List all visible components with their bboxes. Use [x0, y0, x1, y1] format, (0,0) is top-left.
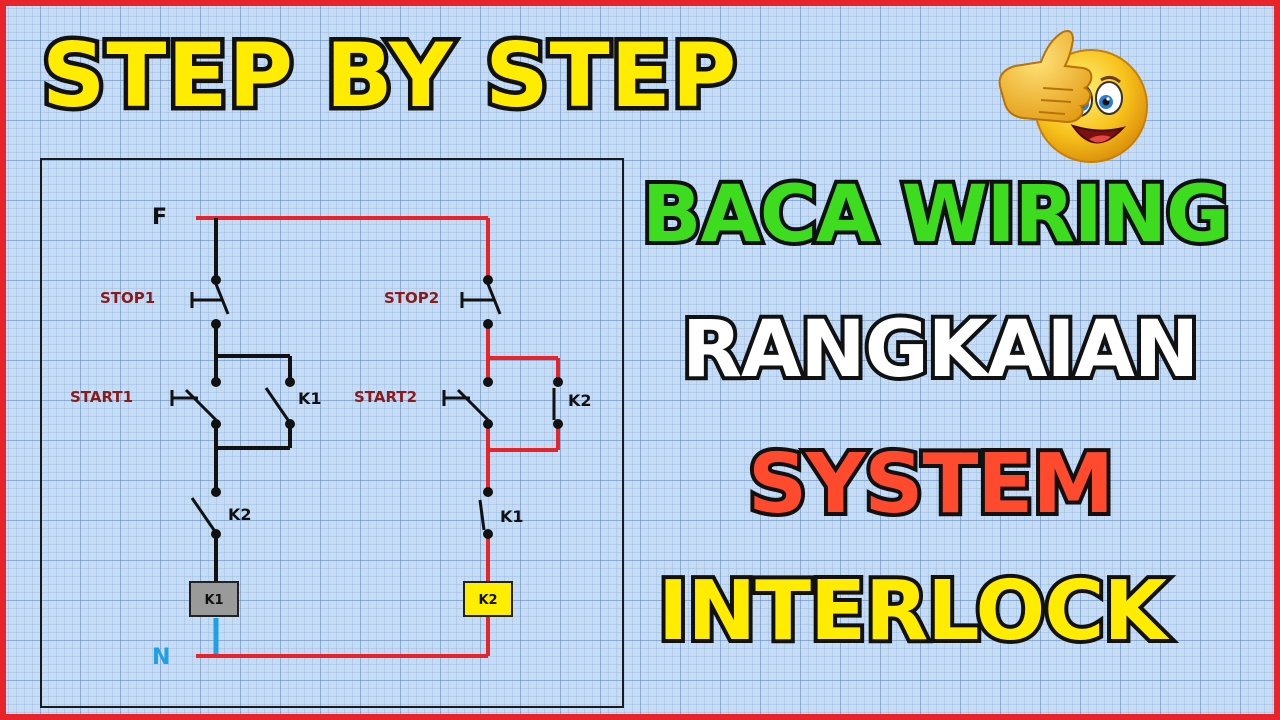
k1-interlock-contact: [478, 487, 493, 539]
thumbs-up-smiley-icon: [998, 30, 1148, 163]
start1-label: START1: [70, 388, 133, 406]
k1-holding-contact: [264, 377, 295, 429]
k1-interlock-label: K1: [500, 507, 524, 526]
k1-coil: [189, 581, 239, 617]
k2-coil: [463, 581, 513, 617]
phase-wire: [196, 216, 490, 276]
title-step-by-step: STEP BY STEP: [37, 24, 740, 127]
stop2-switch: [460, 275, 502, 329]
title-baca-wiring: BACA WIRING: [638, 170, 1234, 260]
start2-label: START2: [354, 388, 417, 406]
diagram-frame: [40, 158, 624, 708]
title-rangkaian: RANGKAIAN: [678, 305, 1203, 395]
k2-holding-contact: [552, 377, 563, 429]
k1-holding-label: K1: [298, 389, 322, 408]
interlock-wiring-diagram: STOP1 START1 K1 K2 K1 STOP2: [40, 158, 624, 708]
phase-label: F: [152, 205, 167, 230]
start2-switch: [442, 377, 493, 429]
k2-interlock-contact: [190, 487, 221, 539]
start1-switch: [170, 377, 221, 429]
k1-coil-label: K1: [204, 593, 223, 608]
stop1-label: STOP1: [100, 289, 155, 307]
stop2-label: STOP2: [384, 289, 439, 307]
left-circuit-wires: [214, 218, 292, 584]
title-interlock: INTERLOCK: [654, 564, 1171, 659]
stop1-switch: [190, 275, 230, 329]
right-circuit-wires: [486, 326, 560, 656]
k2-holding-label: K2: [568, 391, 592, 410]
neutral-label: N: [152, 645, 170, 670]
title-system: SYSTEM: [744, 437, 1118, 532]
k2-coil-label: K2: [478, 593, 497, 608]
k2-interlock-label: K2: [228, 505, 252, 524]
